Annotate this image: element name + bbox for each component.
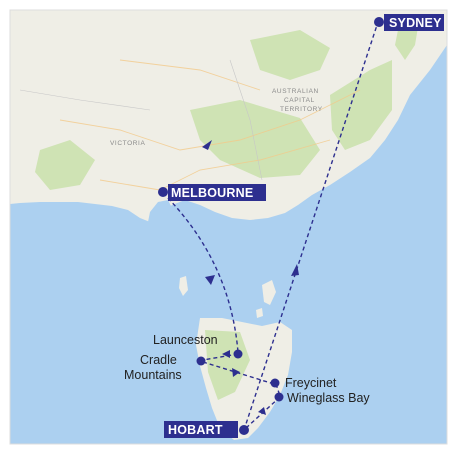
arrow-icon xyxy=(258,407,266,415)
arrow-icon xyxy=(205,275,215,285)
freycinet-marker xyxy=(270,378,280,388)
route-melbourne-launceston xyxy=(162,192,239,353)
tasmania-green xyxy=(205,330,250,400)
arrow-icon xyxy=(232,368,240,377)
hobart-label: HOBART xyxy=(168,423,223,437)
freycinet-label: Freycinet xyxy=(285,376,337,390)
roads-grey xyxy=(19,59,263,181)
cradle-label-line2: Mountains xyxy=(124,368,182,382)
map-border xyxy=(9,9,448,445)
basemap-label-act-1: AUSTRALIAN xyxy=(272,88,319,95)
green-area xyxy=(190,100,320,178)
small-island xyxy=(256,308,263,318)
launceston-marker xyxy=(233,349,243,359)
launceston-label: Launceston xyxy=(153,333,218,347)
green-area xyxy=(330,60,392,150)
melbourne-label: MELBOURNE xyxy=(171,186,253,200)
sydney-label-bg xyxy=(384,14,444,31)
green-area xyxy=(35,140,95,190)
basemap-label-act-3: TERRITORY xyxy=(280,106,323,113)
cradle-label-line1: Cradle xyxy=(140,353,177,367)
sydney-marker xyxy=(374,17,384,27)
route-hobart-sydney xyxy=(243,21,379,431)
port-phillip-bay xyxy=(148,200,172,226)
basemap-label-victoria: VICTORIA xyxy=(110,140,145,147)
melbourne-marker xyxy=(158,187,168,197)
route-launceston-cradle xyxy=(202,353,239,361)
basemap-label-act-2: CAPITAL xyxy=(284,97,315,104)
arrow-icon xyxy=(202,140,212,150)
flinders-island xyxy=(262,280,276,305)
wineglass-bay-marker xyxy=(274,392,284,402)
melbourne-label-bg xyxy=(168,184,266,201)
hobart-marker xyxy=(239,425,249,435)
cradle-mountains-marker xyxy=(196,356,206,366)
arrow-icon xyxy=(291,264,299,276)
king-island xyxy=(179,276,188,296)
green-area xyxy=(250,30,330,80)
arrow-icon xyxy=(222,350,230,358)
wineglass-label: Wineglass Bay xyxy=(287,391,370,405)
hobart-label-bg xyxy=(164,421,238,438)
sydney-label: SYDNEY xyxy=(389,16,442,30)
